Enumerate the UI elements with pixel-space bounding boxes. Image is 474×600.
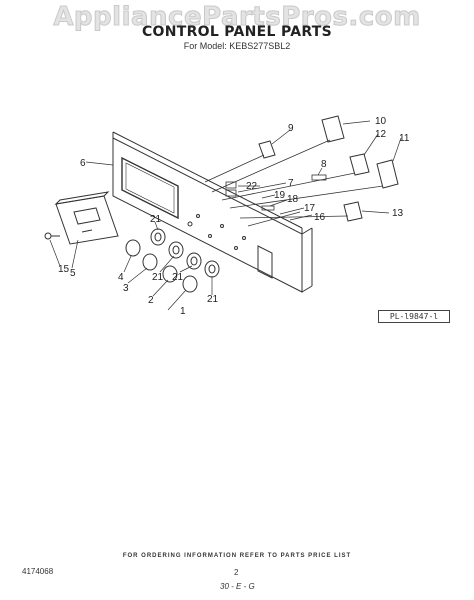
callout-21d: 21 (207, 294, 219, 305)
callout-12: 12 (375, 129, 387, 140)
page-number: 2 (234, 568, 239, 577)
trim-plate-part (54, 191, 119, 245)
callout-18: 18 (287, 194, 299, 205)
control-panel-part (112, 131, 313, 293)
wiring-harness-part (204, 139, 384, 227)
switch-part (150, 228, 220, 278)
callout-19: 19 (274, 190, 286, 201)
callout-2: 2 (148, 295, 154, 306)
part-number: 4174068 (22, 567, 54, 576)
callout-labels: 1 2 3 4 5 6 7 8 9 10 11 12 13 15 16 17 1… (58, 116, 410, 317)
callout-5: 5 (70, 268, 76, 279)
callout-21a: 21 (150, 214, 162, 225)
callout-3: 3 (123, 283, 129, 294)
callout-4: 4 (118, 272, 124, 283)
callout-8: 8 (321, 159, 327, 170)
callout-15: 15 (58, 264, 70, 275)
callout-21c: 21 (172, 272, 184, 283)
ordering-info: FOR ORDERING INFORMATION REFER TO PARTS … (122, 553, 352, 559)
page-code: 30 - E - G (220, 582, 255, 591)
leader-lines (49, 120, 402, 311)
callout-21b: 21 (152, 272, 164, 283)
callout-1: 1 (180, 306, 186, 317)
model-label: For Model: KEBS277SBL2 (183, 41, 291, 51)
callout-6: 6 (80, 158, 86, 169)
connector-part (258, 115, 399, 222)
knob-part (125, 239, 198, 293)
callout-9: 9 (288, 123, 294, 134)
page-title: CONTROL PANEL PARTS (141, 24, 333, 40)
callout-17: 17 (304, 203, 316, 214)
screw-part (44, 232, 60, 240)
reference-code: PL-l9847-l (378, 310, 450, 323)
watermark: AppliancePartsPros.com (53, 2, 421, 33)
callout-16: 16 (314, 212, 326, 223)
callout-7: 7 (288, 178, 294, 189)
callout-10: 10 (375, 116, 387, 127)
callout-22: 22 (246, 181, 258, 192)
callout-13: 13 (392, 208, 404, 219)
callout-11: 11 (399, 133, 410, 144)
